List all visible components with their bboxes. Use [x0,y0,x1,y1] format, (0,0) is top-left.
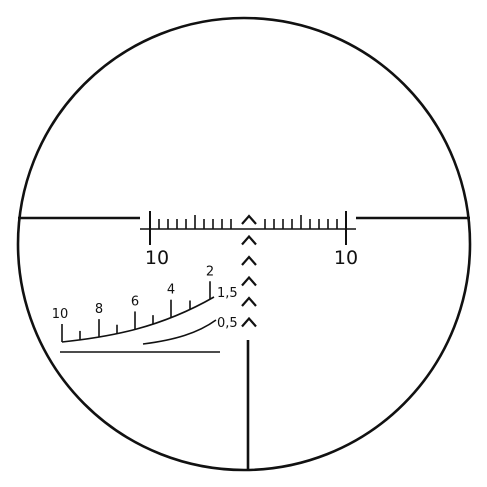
scale-label-left: 10 [145,247,169,269]
rangefinder-label-lower-curve: 0,5 [217,316,238,331]
rangefinder-mark-label: 4 [167,283,175,298]
chevron-up-icon [241,255,257,266]
rangefinder-mark-label: 6 [131,294,139,309]
scale-label-right: 10 [334,247,358,269]
chevron-up-icon [241,275,257,287]
rangefinder-mark-label: 10 [52,307,69,322]
rangefinder-ladder: 1,5 0,5 10 8 6 4 2 [52,264,238,353]
chevron-up-icon [241,234,257,246]
rangefinder-label-upper-curve: 1,5 [217,286,238,301]
rangefinder-mark-label: 2 [206,264,214,279]
rangefinder-lower-curve [142,319,217,345]
reticle-outer-ring [16,16,472,472]
rangefinder-mark-label: 8 [95,302,103,317]
chevron-up-icon [241,296,257,307]
chevron-up-icon [241,214,257,225]
chevron-up-icon [241,316,257,328]
center-chevron-column [241,214,257,328]
horizontal-scale-ticks [149,211,347,245]
